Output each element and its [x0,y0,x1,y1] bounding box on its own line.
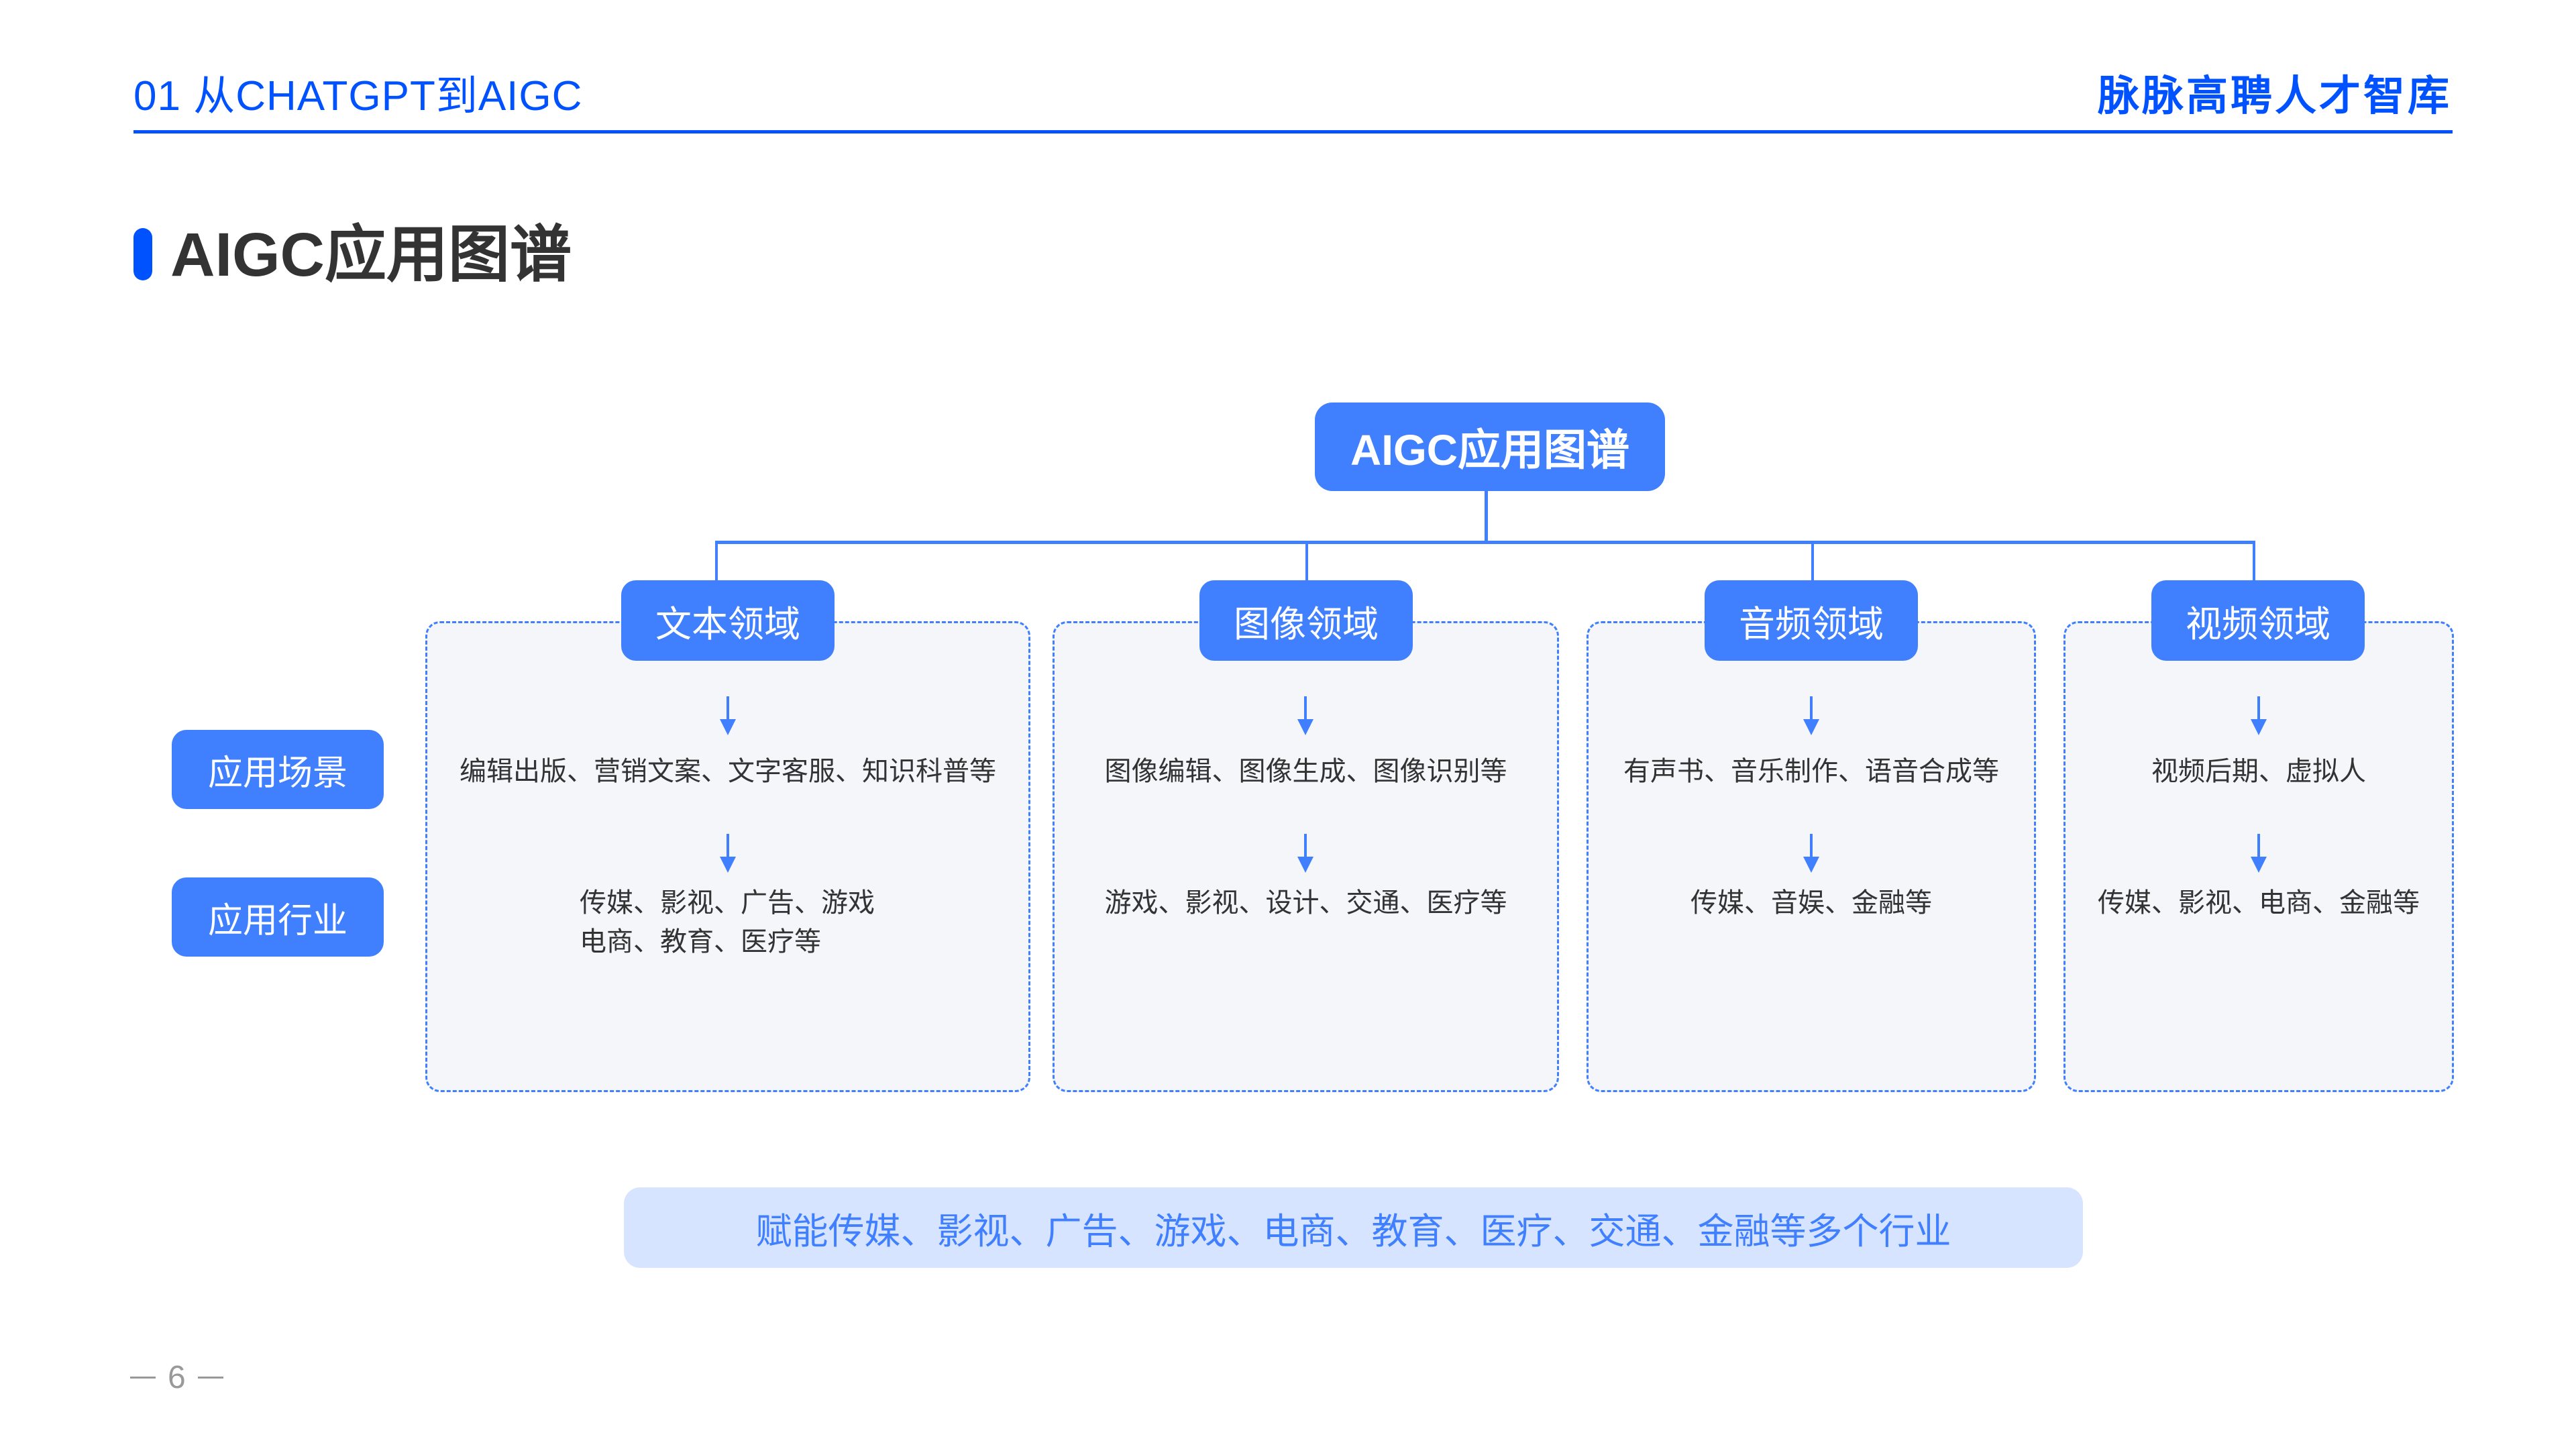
page-title: AIGC应用图谱 [170,221,572,289]
diagram-root-node: AIGC应用图谱 [1315,402,1665,491]
industry-text: 游戏、影视、设计、交通、医疗等 [1104,888,1507,918]
industry-text-line2: 电商、教育、医疗等 [580,927,821,957]
root-label: AIGC应用图谱 [1350,426,1629,474]
scenario-text: 图像编辑、图像生成、图像识别等 [1104,757,1507,786]
row-label-industries: 应用行业 [172,877,384,957]
root-connector [1485,491,1488,543]
branch-drop-image [1305,541,1308,581]
header-divider [133,130,2453,133]
page-number-value: 6 [168,1360,186,1395]
scenario-text: 有声书、音乐制作、语音合成等 [1623,757,1999,786]
industry-text: 传媒、影视、电商、金融等 [2098,888,2420,918]
scenario-text: 视频后期、虚拟人 [2151,757,2366,786]
domain-tab-text: 文本领域 [621,580,835,661]
arrow-down-icon [2251,696,2267,737]
title-accent-bar [133,228,152,280]
arrow-down-icon [2251,834,2267,874]
arrow-down-icon [1297,696,1313,737]
row-label-text: 应用行业 [207,901,347,941]
domain-tab-label: 视频领域 [2186,604,2330,645]
domain-tab-video: 视频领域 [2151,580,2365,661]
industry-text: 传媒、音娱、金融等 [1690,888,1932,918]
dash-right [197,1377,223,1379]
page-number: 6 [130,1359,223,1396]
arrow-down-icon [720,696,736,737]
domain-tab-label: 文本领域 [655,604,800,645]
dash-left [130,1377,156,1379]
row-label-scenarios: 应用场景 [172,730,384,809]
summary-text: 赋能传媒、影视、广告、游戏、电商、教育、医疗、交通、金融等多个行业 [755,1211,1951,1252]
domain-tab-image: 图像领域 [1199,580,1413,661]
summary-banner: 赋能传媒、影视、广告、游戏、电商、教育、医疗、交通、金融等多个行业 [624,1187,2083,1268]
arrow-down-icon [1803,834,1819,874]
branch-drop-audio [1811,541,1814,581]
branch-connector [715,541,2255,544]
row-label-text: 应用场景 [207,753,347,793]
domain-tab-label: 音频领域 [1739,604,1884,645]
branch-drop-video [2253,541,2255,581]
industry-text-line1: 传媒、影视、广告、游戏 [580,888,875,918]
section-title: 01 从CHATGPT到AIGC [133,73,583,119]
scenario-text: 编辑出版、营销文案、文字客服、知识科普等 [460,757,996,786]
arrow-down-icon [1803,696,1819,737]
arrow-down-icon [720,834,736,874]
arrow-down-icon [1297,834,1313,874]
domain-tab-audio: 音频领域 [1705,580,1918,661]
domain-tab-label: 图像领域 [1234,604,1379,645]
branch-drop-text [715,541,718,581]
brand-name: 脉脉高聘人才智库 [2097,73,2452,119]
